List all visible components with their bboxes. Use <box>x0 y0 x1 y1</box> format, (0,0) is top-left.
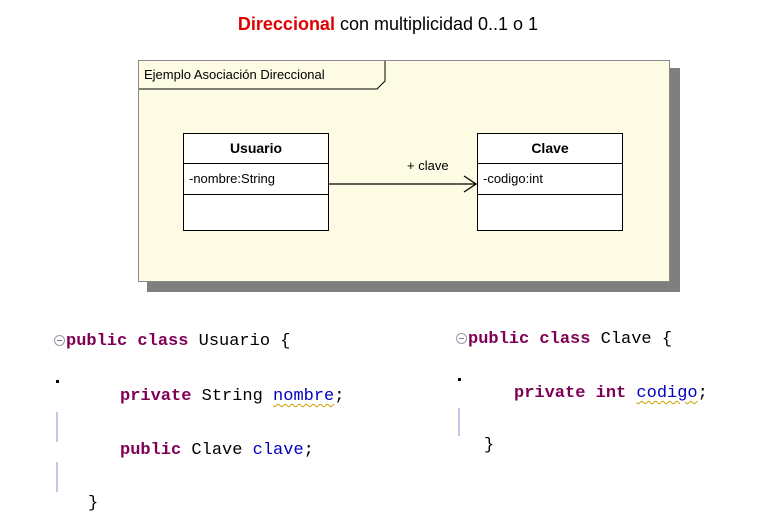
class-clave-attribute: -codigo:int <box>478 164 622 195</box>
code-usuario-field-clave: public Clave clave; <box>120 441 314 460</box>
gutter-change-bar <box>458 408 460 436</box>
class-usuario-name: Usuario <box>184 134 328 164</box>
title-rest: con multiplicidad 0..1 o 1 <box>334 14 539 34</box>
fold-toggle-icon[interactable] <box>456 333 467 344</box>
diagram-frame: Ejemplo Asociación Direccional Usuario -… <box>138 60 670 282</box>
frame-tab <box>139 61 386 90</box>
association-label: + clave <box>407 158 449 173</box>
title-highlight: Direccional <box>237 14 335 34</box>
gutter-change-bar <box>56 412 58 442</box>
code-clave-declaration: public class Clave { <box>468 330 673 349</box>
class-usuario[interactable]: Usuario -nombre:String <box>183 133 329 231</box>
class-usuario-attribute: -nombre:String <box>184 164 328 195</box>
class-usuario-operations <box>184 195 328 230</box>
fold-toggle-icon[interactable] <box>54 335 65 346</box>
slide-title: Direccional con multiplicidad 0..1 o 1 <box>0 14 776 35</box>
association-arrow[interactable] <box>329 171 479 197</box>
gutter-change-bar <box>56 462 58 492</box>
code-usuario-field-nombre: private String nombre; <box>120 387 345 406</box>
code-clave-close: } <box>484 436 495 455</box>
class-clave-name: Clave <box>478 134 622 164</box>
code-usuario-close: } <box>88 494 99 513</box>
class-clave[interactable]: Clave -codigo:int <box>477 133 623 231</box>
class-clave-operations <box>478 195 622 230</box>
frame-label: Ejemplo Asociación Direccional <box>144 67 325 82</box>
gutter-marker <box>56 380 59 383</box>
code-clave-field-codigo: private int codigo; <box>514 384 708 403</box>
code-usuario-declaration: public class Usuario { <box>66 332 291 351</box>
gutter-marker <box>458 378 461 381</box>
